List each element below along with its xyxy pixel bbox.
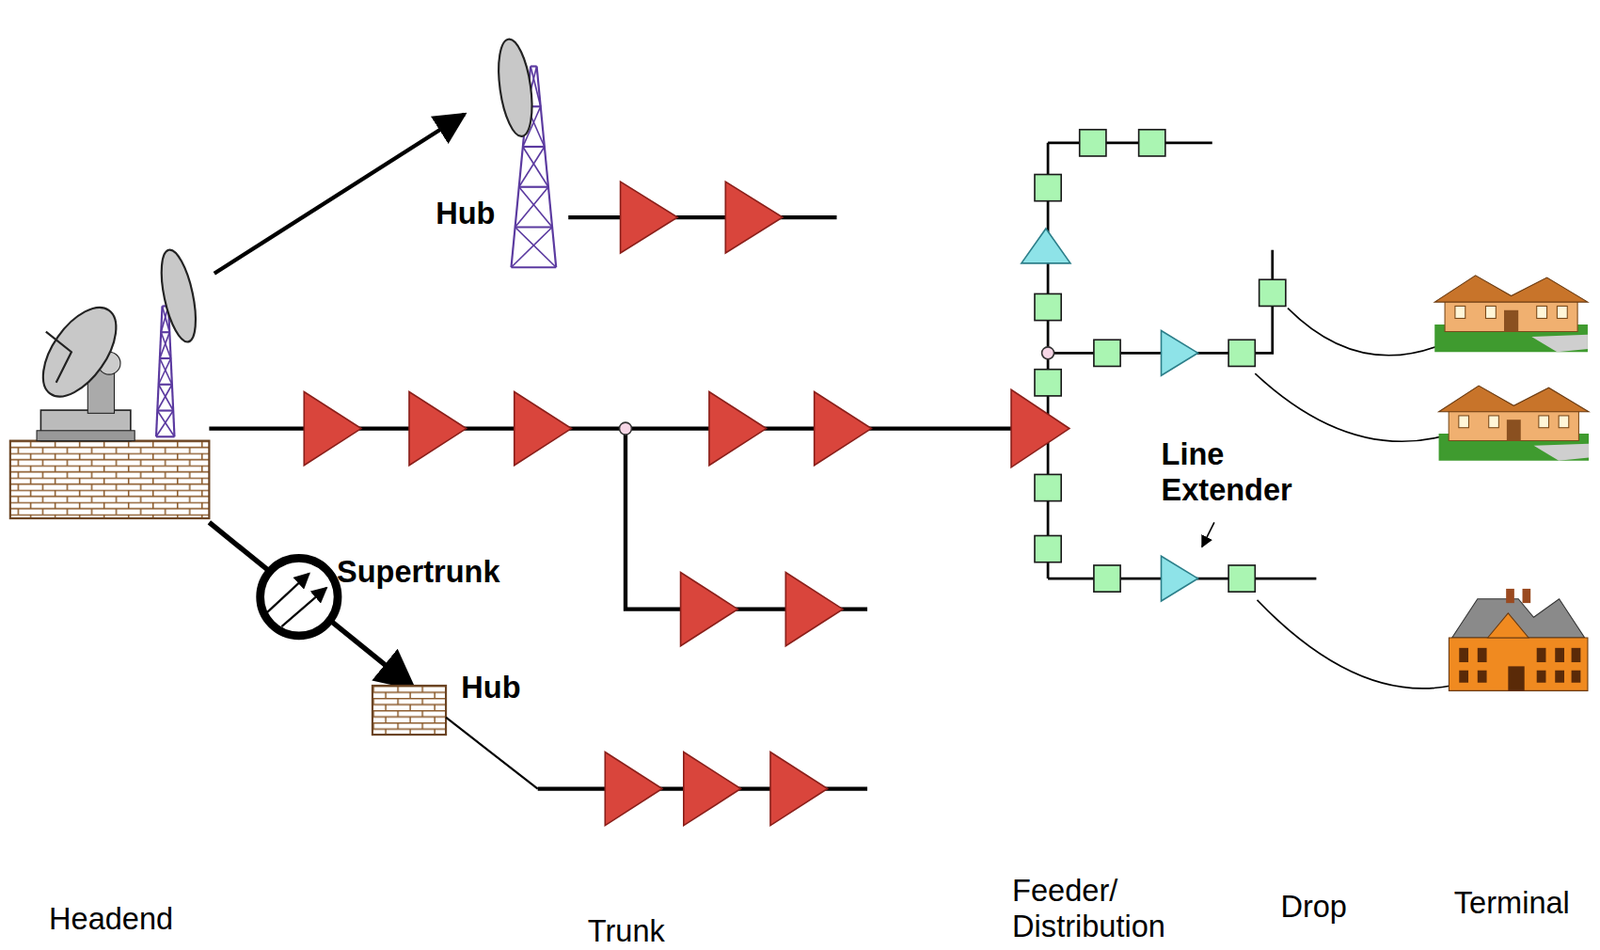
line-extender — [1161, 555, 1199, 602]
house-icon — [1439, 385, 1589, 461]
trunk-amplifier — [620, 181, 679, 254]
tap-square — [1034, 536, 1062, 563]
satellite-dish — [28, 295, 135, 442]
tap-square — [1228, 339, 1255, 366]
cable-line — [625, 428, 868, 610]
house-icon — [1434, 275, 1588, 352]
fiber-symbol — [260, 557, 338, 635]
trunk-amplifier — [681, 572, 739, 647]
leader-line — [1202, 522, 1215, 547]
section-label: Headend — [48, 902, 233, 937]
antenna-tower — [156, 305, 175, 437]
trunk-amplifier — [604, 751, 663, 825]
trunk-amplifier — [303, 392, 362, 466]
trunk-amplifier — [770, 751, 828, 825]
hub-label: Hub — [460, 670, 543, 706]
trunk-amplifier — [725, 181, 783, 254]
trunk-amplifier — [683, 751, 742, 825]
cable-line — [1047, 142, 1213, 145]
trunk-amplifier — [709, 392, 767, 466]
tap-square — [1034, 369, 1062, 397]
tap-square — [1034, 474, 1062, 501]
tap-square — [1093, 565, 1121, 592]
drop-cable — [1254, 373, 1441, 442]
tap-square — [1228, 565, 1255, 592]
line-extender — [1161, 330, 1199, 376]
microwave-dish — [492, 36, 538, 139]
hub-label: Hub — [435, 195, 518, 231]
cable-line — [1046, 142, 1050, 579]
section-label: Trunk — [587, 914, 711, 950]
trunk-amplifier — [785, 572, 843, 647]
trunk-amplifier — [409, 392, 467, 466]
drop-cable — [1287, 308, 1442, 356]
brick-building — [10, 441, 210, 519]
supertrunk-label: Supertrunk — [336, 554, 541, 590]
tap-square — [1093, 339, 1121, 366]
trunk-amplifier — [1011, 389, 1070, 467]
house-icon — [1448, 588, 1588, 691]
line-extender-label: Line Extender — [1161, 436, 1335, 507]
microwave-dish — [155, 247, 203, 346]
drop-cable — [1256, 600, 1451, 689]
tap-square — [1034, 174, 1062, 202]
splitter-dot — [1042, 347, 1055, 360]
line-extender — [1021, 228, 1071, 264]
supertrunk-link — [208, 522, 413, 688]
cable-line — [445, 717, 539, 790]
section-label: Terminal — [1454, 886, 1598, 921]
section-label: Drop — [1280, 889, 1382, 925]
tap-square — [1079, 129, 1107, 157]
cable-line — [568, 215, 837, 220]
tap-square — [1139, 129, 1166, 157]
splitter-dot — [618, 422, 632, 435]
microwave-link — [214, 113, 465, 273]
brick-building — [372, 685, 446, 735]
section-label: Feeder/ Distribution — [1012, 873, 1217, 945]
tap-square — [1034, 293, 1062, 320]
trunk-amplifier — [814, 392, 872, 466]
cable-line — [1047, 250, 1273, 354]
trunk-amplifier — [514, 392, 572, 466]
tap-square — [1259, 279, 1286, 306]
